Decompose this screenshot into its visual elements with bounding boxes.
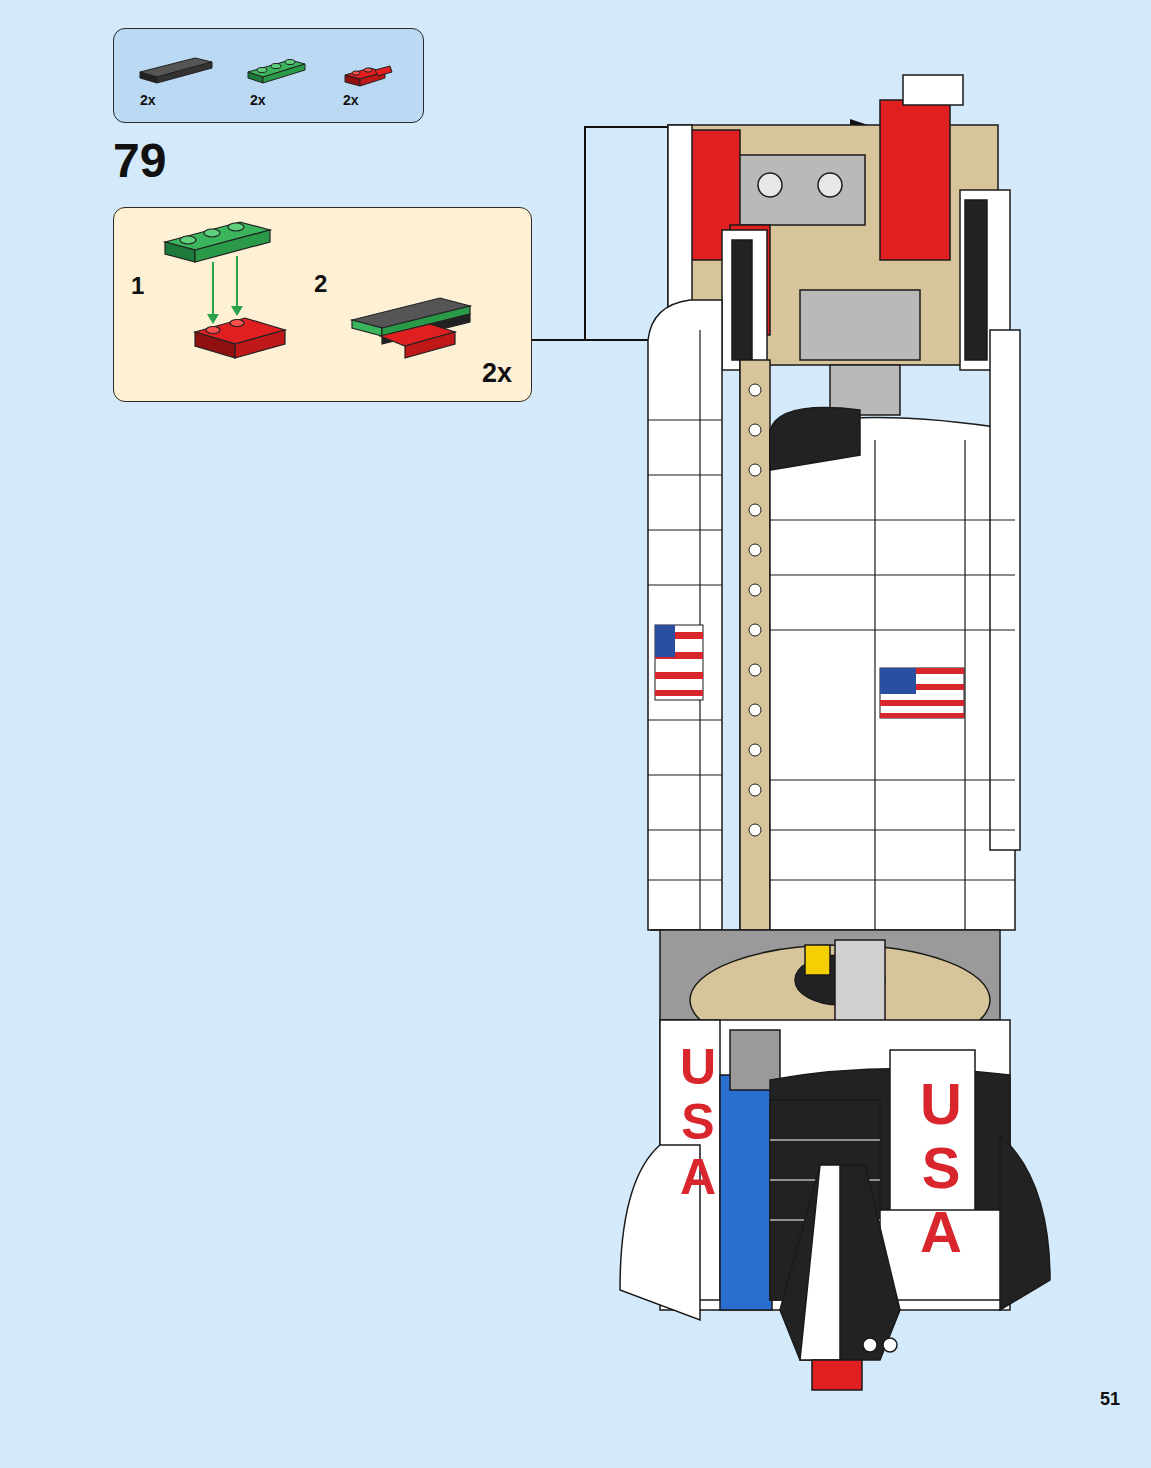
- rocket: [620, 75, 1050, 1390]
- quantity-label: 2x: [343, 93, 359, 107]
- substep-panel: [113, 207, 532, 402]
- vertical-lettering: USA: [673, 1040, 723, 1205]
- substep-icons: [165, 222, 470, 358]
- quantity-label: 2x: [250, 93, 266, 107]
- step-number: 79: [113, 137, 166, 185]
- vertical-lettering: USA: [912, 1072, 970, 1263]
- parts-panel: [113, 28, 424, 123]
- parts-list-box: 2x 2x 2x: [113, 28, 424, 123]
- quantity-label: 2x: [140, 93, 156, 107]
- quantity-label: 1: [131, 274, 144, 298]
- quantity-label: 2: [314, 272, 327, 296]
- substep-box: 1 2 2x: [113, 207, 532, 402]
- part-icons: [140, 58, 392, 86]
- page-number: 51: [1100, 1390, 1120, 1408]
- quantity-label: 2x: [482, 360, 512, 387]
